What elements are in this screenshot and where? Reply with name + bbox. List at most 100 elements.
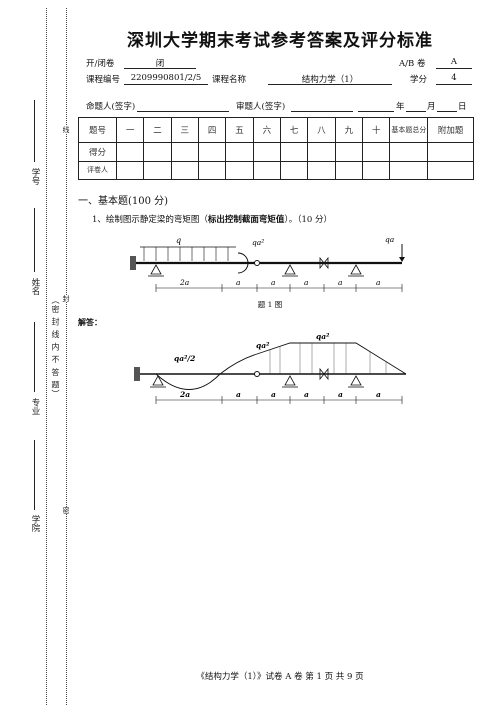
name-label: 姓名	[30, 278, 40, 295]
grader-cell	[115, 161, 145, 180]
extra-header: 附加题	[427, 117, 474, 143]
distributed-load-arrows	[143, 247, 229, 261]
dim-label: a	[338, 278, 342, 287]
question-number-3: 三	[170, 117, 199, 143]
dim-label: a	[376, 278, 380, 287]
grader-cell	[307, 161, 336, 180]
credit-underline	[436, 84, 472, 85]
moment-value-label: qa²/2	[174, 354, 195, 363]
moment-label: qa²	[252, 238, 264, 247]
grader-cell	[334, 161, 364, 180]
score-cell	[197, 142, 227, 162]
page-footer: 《结构力学（1）》试卷 A 卷 第 1 页 共 9 页	[196, 672, 364, 682]
setter-label: 命题人(签字)	[86, 102, 136, 112]
question-1-prefix: 1、绘制图示静定梁的弯矩图（	[92, 215, 208, 225]
moment-diagram-curve	[155, 342, 407, 390]
reviewer-label: 审题人(签字)	[236, 102, 286, 112]
course-name-label: 课程名称	[212, 75, 247, 85]
exam-type-value: 闭	[155, 59, 165, 69]
reviewer-underline	[291, 111, 353, 112]
dim-label: 2a	[179, 390, 190, 399]
roller-support	[148, 264, 164, 277]
grader-cell	[170, 161, 199, 180]
grader-cell	[280, 161, 309, 180]
score-cell	[225, 142, 254, 162]
moment-arrow	[237, 252, 249, 274]
sliding-hinge	[319, 367, 329, 381]
student-id-line	[34, 100, 35, 162]
section-heading: 一、基本题(100 分)	[78, 196, 169, 207]
grader-cell	[389, 161, 429, 180]
seal-char-mi: 密	[61, 507, 71, 514]
load-q-label: q	[176, 236, 181, 245]
year-underline	[358, 111, 394, 112]
ab-label: A/B 卷	[399, 59, 426, 69]
score-table-header-row: 题号 一 二 三 四 五 六 七 八 九 十 基本题总分 附加题	[78, 117, 474, 143]
dim-label: a	[236, 390, 241, 399]
grader-cell	[427, 161, 474, 180]
diagram-hatch	[269, 343, 387, 374]
seal-line-outer	[46, 8, 47, 705]
grader-cell	[197, 161, 227, 180]
name-line	[34, 208, 35, 272]
course-code-underline	[124, 84, 208, 85]
question-number-10: 十	[362, 117, 391, 143]
roller-support	[150, 375, 166, 388]
figure-caption: 题 1 图	[257, 300, 283, 309]
seal-char-xian: 线	[61, 126, 71, 133]
seal-char-feng: 封	[61, 295, 71, 302]
ab-underline	[436, 68, 472, 69]
page-title: 深圳大学期末考试参考答案及评分标准	[127, 31, 433, 51]
question-number-5: 五	[225, 117, 254, 143]
question-number-1: 一	[115, 117, 145, 143]
month-underline	[406, 111, 426, 112]
score-cell	[427, 142, 474, 162]
hinge-1	[254, 371, 260, 377]
score-table: 题号 一 二 三 四 五 六 七 八 九 十 基本题总分 附加题 得分 评卷人	[78, 117, 474, 180]
score-cell	[389, 142, 429, 162]
student-id-label: 学号	[30, 168, 40, 185]
problem-figure: q qa² qa 2a a a a a a	[130, 235, 405, 292]
ab-value: A	[450, 57, 458, 67]
dim-label: a	[236, 278, 240, 287]
year-label: 年	[396, 102, 405, 112]
course-name-value: 结构力学（1）	[301, 75, 359, 85]
grader-cell	[225, 161, 254, 180]
dim-label: a	[271, 278, 275, 287]
fixed-support	[134, 367, 140, 381]
score-cell	[252, 142, 282, 162]
dim-label: a	[271, 390, 276, 399]
point-load-head	[399, 257, 405, 262]
dim-label: a	[304, 278, 308, 287]
course-name-underline	[268, 84, 392, 85]
question-1-bold: 标出控制截面弯矩值	[207, 215, 285, 225]
question-number-4: 四	[197, 117, 227, 143]
college-line	[34, 440, 35, 510]
roller-support	[282, 264, 298, 277]
major-label: 专业	[30, 398, 40, 415]
day-underline	[437, 111, 457, 112]
grader-cell	[143, 161, 172, 180]
seal-notice: （密 封 线 内 不 答 题）	[51, 296, 60, 399]
basic-total-header: 基本题总分	[389, 117, 429, 143]
dim-label: a	[304, 390, 309, 399]
question-number-9: 九	[334, 117, 364, 143]
dim-label: a	[338, 390, 343, 399]
exam-type-underline	[124, 68, 196, 69]
grader-cell	[362, 161, 391, 180]
dimension-ticks	[155, 396, 403, 404]
score-cell	[170, 142, 199, 162]
college-label: 学院	[30, 515, 40, 532]
roller-support	[282, 375, 298, 388]
question-number-2: 二	[143, 117, 172, 143]
seal-line-inner	[66, 8, 67, 705]
point-load-label: qa	[385, 235, 394, 244]
question-number-8: 八	[307, 117, 336, 143]
exam-type-label: 开/闭卷	[86, 59, 115, 69]
score-cell	[143, 142, 172, 162]
hinge-1	[254, 260, 260, 266]
question-number-7: 七	[280, 117, 309, 143]
credit-value: 4	[451, 73, 457, 83]
course-code-value: 2209990801/2/5	[130, 73, 202, 83]
moment-diagram: qa²/2 qa² qa² 2a a a a a a	[134, 332, 407, 404]
